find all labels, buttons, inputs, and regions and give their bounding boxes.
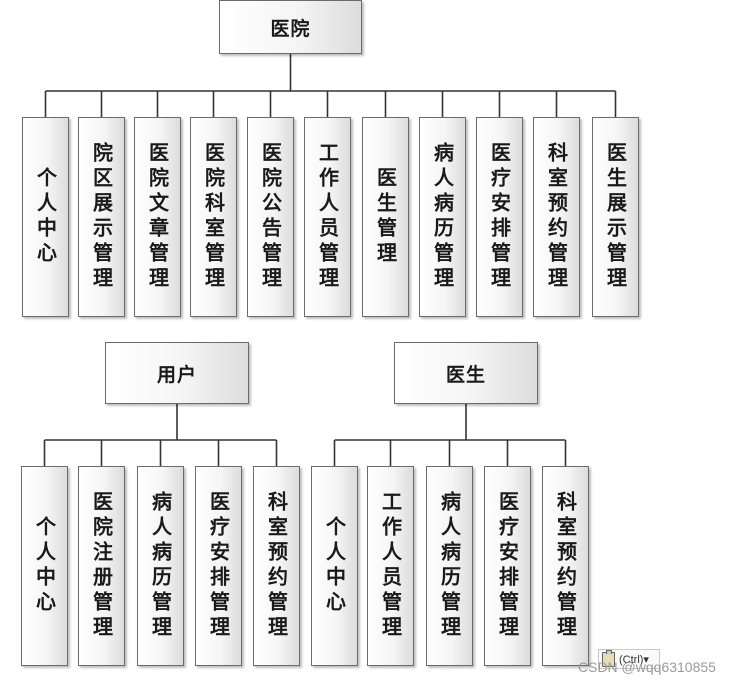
paste-options-button[interactable]: (Ctrl)▾ xyxy=(598,649,660,669)
child-node: 医疗安排管理 xyxy=(484,466,531,666)
child-node: 医院文章管理 xyxy=(134,117,181,317)
child-node: 医院公告管理 xyxy=(247,117,294,317)
child-node: 医院科室管理 xyxy=(190,117,237,317)
child-node: 医生管理 xyxy=(362,117,409,317)
child-node: 医生展示管理 xyxy=(592,117,639,317)
child-node: 院区展示管理 xyxy=(78,117,125,317)
child-node: 工作人员管理 xyxy=(367,466,414,666)
child-node: 病人病历管理 xyxy=(426,466,473,666)
root-node: 用户 xyxy=(105,342,249,404)
paste-options-label: (Ctrl)▾ xyxy=(619,653,649,666)
child-node: 科室预约管理 xyxy=(542,466,589,666)
watermark: CSDN @wqq6310855 xyxy=(578,659,716,675)
child-node: 个人中心 xyxy=(21,466,68,666)
clipboard-icon xyxy=(602,649,615,667)
child-node: 科室预约管理 xyxy=(253,466,300,666)
child-node: 病人病历管理 xyxy=(137,466,184,666)
child-node: 工作人员管理 xyxy=(304,117,351,317)
child-node: 个人中心 xyxy=(311,466,358,666)
child-node: 医院注册管理 xyxy=(78,466,125,666)
child-node: 医疗安排管理 xyxy=(195,466,242,666)
child-node: 科室预约管理 xyxy=(533,117,580,317)
child-node: 病人病历管理 xyxy=(419,117,466,317)
child-node: 个人中心 xyxy=(22,117,69,317)
root-node: 医生 xyxy=(394,342,538,404)
root-node: 医院 xyxy=(219,0,362,54)
child-node: 医疗安排管理 xyxy=(476,117,523,317)
